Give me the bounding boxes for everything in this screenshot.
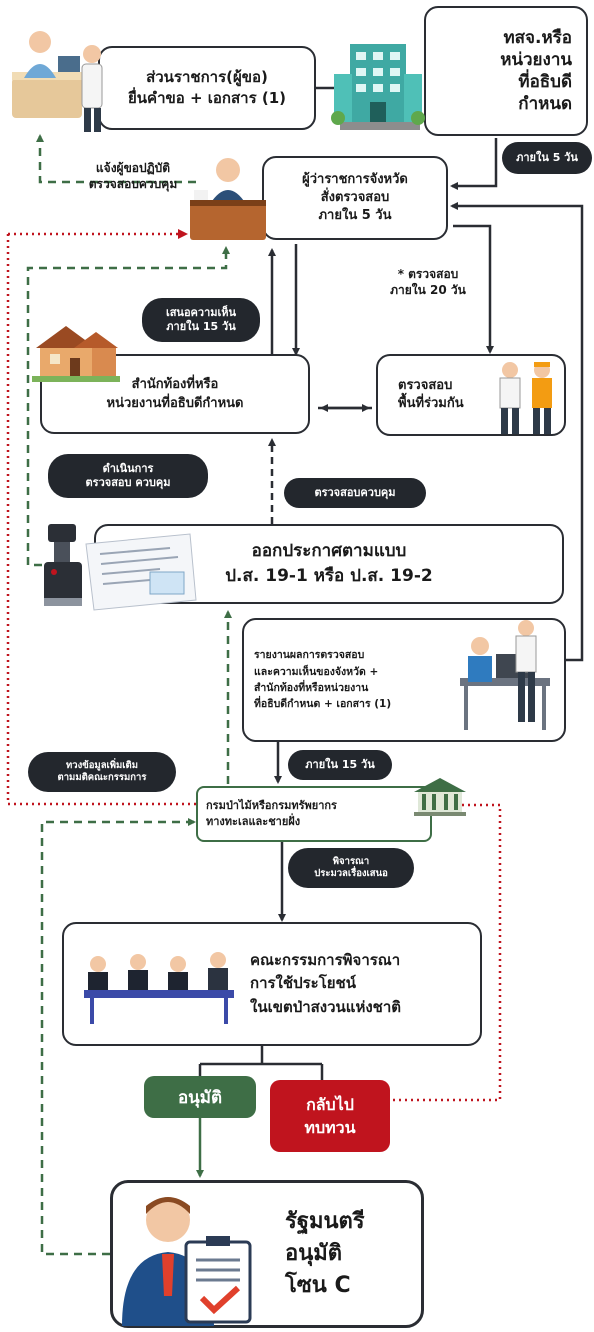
department-line-2: ทางทะเลและชายฝั่ง	[206, 815, 301, 828]
committee-line-3: ในเขตป่าสงวนแห่งชาติ	[250, 997, 402, 1016]
joint-inspection-line-2: พื้นที่ร่วมกัน	[398, 396, 464, 411]
inspect-20-line-2: ภายใน 20 วัน	[390, 283, 466, 298]
department-line-1: กรมป่าไม้หรือกรมทรัพยากร	[206, 799, 337, 813]
office-workers-illustration	[460, 620, 550, 730]
inspect-control-pill: ตรวจสอบควบคุม	[284, 478, 426, 508]
officer-desk-illustration	[12, 31, 103, 132]
perform-control-pill: ดำเนินการ ตรวจสอบ ควบคุม	[48, 454, 208, 498]
committee-line-1: คณะกรรมการพิจารณา	[250, 951, 401, 970]
stamp-document-illustration	[44, 524, 197, 611]
applicant-line-2: ยื่นคำขอ + เอกสาร (1)	[128, 89, 286, 107]
report-line-3: สำนักท้องที่หรือหน่วยงาน	[254, 682, 369, 694]
notify-applicant-line-2: ตรวจสอบควบคุม	[88, 177, 178, 192]
inspect-20-line-1: * ตรวจสอบ	[397, 267, 459, 281]
consider-pill: พิจารณา ประมวลเรื่องเสนอ	[288, 848, 414, 888]
minister-line-3: โซน C	[285, 1272, 351, 1298]
more-info-line-1: ทวงข้อมูลเพิ่มเติม	[66, 759, 138, 771]
notify-applicant-note: แจ้งผู้ขอปฏิบัติ ตรวจสอบควบคุม	[58, 160, 208, 192]
agency-line-1: ทสจ.หรือ	[503, 27, 572, 48]
arrow-notify-applicant	[36, 134, 196, 184]
arrow-minister-department	[40, 818, 196, 1256]
more-info-pill: ทวงข้อมูลเพิ่มเติม ตามมติคณะกรรมการ	[28, 752, 176, 792]
arrow-inspect-20	[453, 224, 494, 354]
local-office-line-2: หน่วยงานที่อธิบดีกำหนด	[106, 396, 244, 411]
announcement-line-1: ออกประกาศตามแบบ	[251, 541, 407, 562]
report-line-4: ที่อธิบดีกำหนด + เอกสาร (1)	[254, 698, 392, 711]
governor-line-3: ภายใน 5 วัน	[318, 208, 392, 224]
within-5-label: ภายใน 5 วัน	[516, 150, 578, 164]
report-line-2: และความเห็นของจังหวัด +	[254, 665, 379, 678]
applicant-line-1: ส่วนราชการ(ผู้ขอ)	[146, 68, 268, 86]
opinion-15-line-1: เสนอความเห็น	[165, 305, 237, 319]
return-badge: กลับไป ทบทวน	[270, 1080, 390, 1152]
inspectors-illustration	[499, 362, 552, 434]
minister-line-2: อนุมัติ	[285, 1241, 343, 1267]
arrow-announce-governor	[26, 246, 230, 567]
minister-line-1: รัฐมนตรี	[285, 1209, 365, 1235]
more-info-line-2: ตามมติคณะกรรมการ	[57, 772, 147, 783]
joint-inspection-line-1: ตรวจสอบ	[398, 377, 453, 393]
approve-badge: อนุมัติ	[144, 1076, 256, 1118]
governor-box: ผู้ว่าราชการจังหวัด สั่งตรวจสอบ ภายใน 5 …	[262, 156, 448, 240]
announcement-line-2: ป.ส. 19-1 หรือ ป.ส. 19-2	[225, 566, 433, 586]
government-building-illustration	[331, 44, 425, 130]
agency-line-2: หน่วยงาน	[500, 49, 572, 70]
applicant-box: ส่วนราชการ(ผู้ขอ) ยื่นคำขอ + เอกสาร (1)	[98, 46, 316, 130]
local-office-line-1: สำนักท้องที่หรือ	[131, 376, 219, 392]
return-line-1: กลับไป	[306, 1094, 354, 1114]
committee-meeting-illustration	[84, 952, 234, 1024]
within-15-pill: ภายใน 15 วัน	[288, 750, 392, 780]
house-illustration	[32, 326, 120, 382]
inspect-control-label: ตรวจสอบควบคุม	[314, 485, 396, 499]
approve-label: อนุมัติ	[177, 1087, 223, 1108]
return-line-2: ทบทวน	[304, 1118, 356, 1137]
department-box: กรมป่าไม้หรือกรมทรัพยากร ทางทะเลและชายฝั…	[196, 786, 432, 842]
arrow-report-governor	[450, 202, 584, 662]
minister-illustration	[122, 1197, 252, 1326]
branch-lines	[198, 1046, 324, 1080]
committee-line-2: การใช้ประโยชน์	[250, 974, 356, 993]
notify-applicant-line-1: แจ้งผู้ขอปฏิบัติ	[95, 161, 171, 175]
governor-line-2: สั่งตรวจสอบ	[320, 189, 390, 205]
report-line-1: รายงานผลการตรวจสอบ	[254, 649, 365, 662]
agency-line-4: กำหนด	[518, 94, 572, 115]
within-15-label: ภายใน 15 วัน	[305, 757, 375, 771]
governor-desk-illustration	[190, 158, 266, 240]
opinion-15-pill: เสนอความเห็น ภายใน 15 วัน	[142, 298, 260, 342]
opinion-15-line-2: ภายใน 15 วัน	[166, 320, 236, 333]
agency-box: ทสจ.หรือ หน่วยงาน ที่อธิบดี กำหนด	[424, 6, 588, 136]
arrow-red-feedback	[6, 234, 502, 1102]
governor-line-1: ผู้ว่าราชการจังหวัด	[302, 171, 408, 187]
consider-line-1: พิจารณา	[332, 855, 370, 867]
consider-line-2: ประมวลเรื่องเสนอ	[314, 868, 388, 879]
arrow-agency-governor	[450, 138, 498, 190]
perform-control-line-1: ดำเนินการ	[102, 461, 154, 475]
department-building-illustration	[414, 778, 466, 816]
within-5-pill: ภายใน 5 วัน	[502, 142, 592, 174]
inspect-20-note: * ตรวจสอบ ภายใน 20 วัน	[368, 266, 488, 298]
agency-line-3: ที่อธิบดี	[518, 72, 572, 92]
perform-control-line-2: ตรวจสอบ ควบคุม	[85, 476, 171, 489]
